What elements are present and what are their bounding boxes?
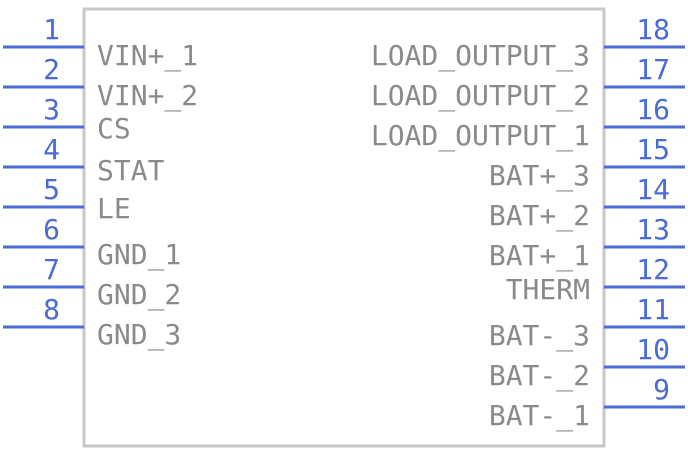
pin-4-number: 4: [43, 133, 60, 166]
pin-15-label: BAT+_3: [489, 159, 590, 193]
pin-17-number: 17: [636, 53, 670, 86]
pin-18-label: LOAD_OUTPUT_3: [371, 39, 590, 73]
pin-15-number: 15: [636, 133, 670, 166]
pin-16-number: 16: [636, 93, 670, 126]
pin-5-number: 5: [43, 173, 60, 206]
pin-1-label: VIN+_1: [97, 39, 198, 73]
pin-16-label: LOAD_OUTPUT_1: [371, 119, 590, 153]
pin-1-number: 1: [43, 13, 60, 46]
pin-3-number: 3: [43, 93, 60, 126]
pin-11-label: BAT-_3: [489, 319, 590, 353]
pin-7-number: 7: [43, 253, 60, 286]
pin-18-number: 18: [636, 13, 670, 46]
pin-2-label: VIN+_2: [97, 79, 198, 113]
pin-17-label: LOAD_OUTPUT_2: [371, 79, 590, 113]
pin-9-number: 9: [653, 373, 670, 406]
pin-8-label: GND_3: [97, 318, 181, 352]
pin-10-number: 10: [636, 333, 670, 366]
pin-10-label: BAT-_2: [489, 359, 590, 393]
pin-2-number: 2: [43, 53, 60, 86]
pin-12-number: 12: [636, 253, 670, 286]
component-body: [82, 7, 606, 448]
pin-6-number: 6: [43, 213, 60, 246]
pin-14-label: BAT+_2: [489, 199, 590, 233]
pin-5-label: LE: [97, 192, 131, 225]
pin-12-label: THERM: [506, 273, 590, 306]
pin-13-label: BAT+_1: [489, 239, 590, 273]
pin-6-label: GND_1: [97, 238, 181, 272]
pin-3-label: CS: [97, 112, 131, 145]
pin-9-label: BAT-_1: [489, 399, 590, 433]
pin-13-number: 13: [636, 213, 670, 246]
pin-4-label: STAT: [97, 154, 165, 187]
pin-14-number: 14: [636, 173, 670, 206]
pin-7-label: GND_2: [97, 278, 181, 312]
pin-8-number: 8: [43, 293, 60, 326]
pin-11-number: 11: [636, 293, 670, 326]
